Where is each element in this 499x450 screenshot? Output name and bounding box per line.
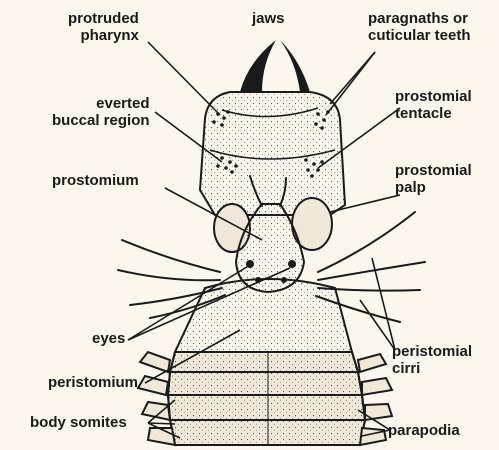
label-everted-buccal-line-2: buccal region (52, 112, 150, 129)
label-prostomium: prostomium (52, 172, 139, 189)
label-eyes: eyes (92, 330, 125, 347)
label-body-somites: body somites (30, 414, 127, 431)
label-peristomial-cirri-line-1: peristomial (392, 343, 472, 360)
label-prostomial-palp-line-2: palp (395, 179, 472, 196)
label-protruded-pharynx-line-2: pharynx (68, 27, 139, 44)
body-somites-drawing (168, 352, 365, 445)
jaws-drawing (240, 40, 310, 92)
label-peristomium: peristomium (48, 374, 138, 391)
label-protruded-pharynx: protruded pharynx (68, 10, 139, 44)
label-everted-buccal-region: everted buccal region (52, 95, 150, 129)
label-paragnaths-line-2: cuticular teeth (368, 27, 471, 44)
label-prostomial-palp: prostomial palp (395, 162, 472, 196)
label-paragnaths-line-1: paragnaths or (368, 10, 471, 27)
label-prostomial-tentacle: prostomial tentacle (395, 88, 472, 122)
label-peristomial-cirri-line-2: cirri (392, 360, 472, 377)
label-paragnaths: paragnaths or cuticular teeth (368, 10, 471, 44)
label-everted-buccal-line-1: everted (52, 95, 150, 112)
label-peristomial-cirri: peristomial cirri (392, 343, 472, 377)
label-jaws: jaws (252, 10, 285, 27)
label-protruded-pharynx-line-1: protruded (68, 10, 139, 27)
label-parapodia: parapodia (388, 422, 460, 439)
label-prostomial-palp-line-1: prostomial (395, 162, 472, 179)
label-prostomial-tentacle-line-1: prostomial (395, 88, 472, 105)
label-prostomial-tentacle-line-2: tentacle (395, 105, 472, 122)
